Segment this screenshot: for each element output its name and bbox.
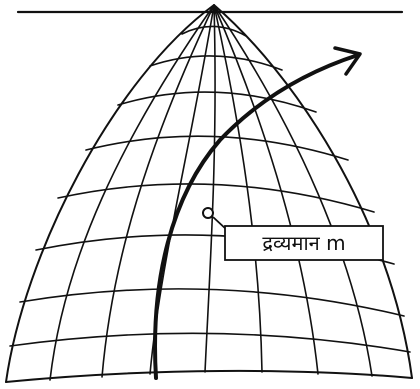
grid-latitude-line	[150, 56, 282, 70]
mass-trajectory	[155, 48, 360, 378]
mass-point	[203, 208, 213, 218]
grid-longitude-line	[214, 5, 372, 376]
grid-bottom-edge	[6, 371, 412, 382]
grid-left-edge	[6, 5, 214, 382]
mass-label-text: द्रव्यमान m	[262, 231, 345, 255]
grid-latitude-line	[20, 289, 404, 316]
grid-latitude-line	[86, 136, 348, 160]
grid-right-edge	[214, 5, 412, 378]
grid-latitude-line	[10, 333, 410, 352]
grid-longitude-line	[214, 5, 262, 372]
mass-label: द्रव्यमान m	[213, 217, 383, 260]
spacetime-grid	[6, 5, 412, 382]
grid-longitude-line	[205, 5, 215, 372]
grid-longitude-line	[150, 5, 214, 374]
grid-longitude-line	[102, 5, 214, 377]
grid-latitude-line	[58, 184, 374, 212]
